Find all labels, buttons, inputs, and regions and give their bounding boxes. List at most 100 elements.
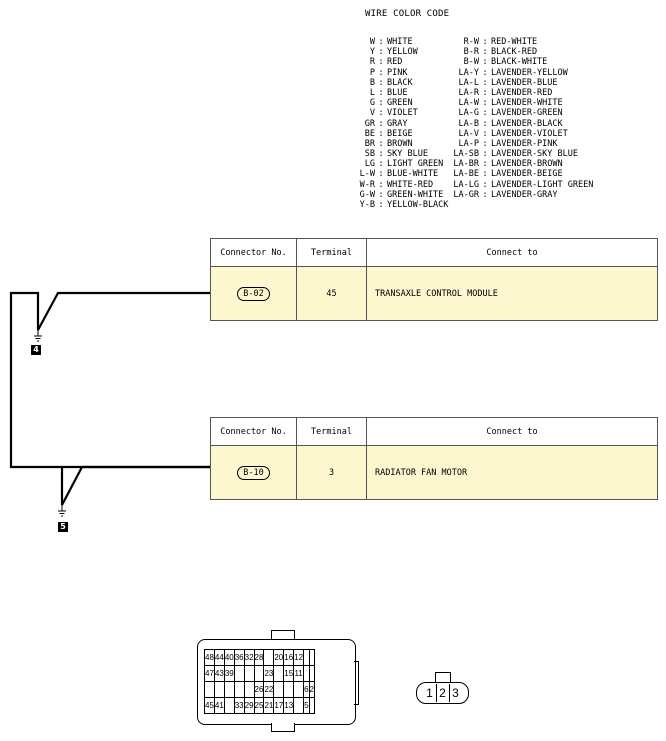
connector-pin xyxy=(233,681,245,698)
connector-pin: 13 xyxy=(283,697,295,714)
wire-color-code: LA-BR xyxy=(453,159,479,170)
wire-color-entry: G:GREEN xyxy=(355,98,448,108)
wire-color-entry: W-R:WHITE-RED xyxy=(355,180,448,190)
separator: : xyxy=(482,128,488,139)
separator: : xyxy=(378,47,384,58)
table-row: B-02 45 TRANSAXLE CONTROL MODULE xyxy=(210,266,658,321)
wire-color-entry: LA-LG:LAVENDER-LIGHT GREEN xyxy=(453,180,593,190)
wire-color-code: LA-L xyxy=(458,77,479,88)
connector-pin: 2 xyxy=(435,684,449,702)
connector-pin: 15 xyxy=(283,665,295,682)
wire-color-name: GREEN-WHITE xyxy=(387,189,444,200)
wire-color-name: GREEN xyxy=(387,98,413,109)
wire-color-name: LAVENDER-LIGHT GREEN xyxy=(491,179,594,190)
header-terminal: Terminal xyxy=(296,238,367,267)
wire-color-code: V xyxy=(369,108,375,119)
wire-color-name: PINK xyxy=(387,67,408,78)
wire-color-code: GR xyxy=(364,118,375,129)
wire-color-code: LA-G xyxy=(458,108,479,119)
terminal-number: 3 xyxy=(296,445,367,500)
connection-table-1: Connector No. Terminal Connect to B-02 4… xyxy=(210,238,658,321)
separator: : xyxy=(378,77,384,88)
connector-pin xyxy=(308,665,316,682)
wire-color-entry: Y-B:YELLOW-BLACK xyxy=(355,200,449,210)
connector-pin: 45 xyxy=(204,697,215,714)
wire-color-name: LIGHT GREEN xyxy=(387,159,444,170)
wire-color-code: LA-Y xyxy=(458,67,479,78)
wire-color-code: Y-B xyxy=(359,200,375,210)
connector-pin: 20 xyxy=(273,649,285,666)
wire-color-name: BLUE-WHITE xyxy=(387,169,439,180)
wire-color-name: LAVENDER-PINK xyxy=(491,138,558,149)
connector-pin xyxy=(263,649,275,666)
separator: : xyxy=(378,67,384,78)
connector-pin: 48 xyxy=(204,649,215,666)
wire-color-entry: R:RED xyxy=(355,57,448,67)
connector-pin: 33 xyxy=(233,697,245,714)
wire-color-code-title: WIRE COLOR CODE xyxy=(365,9,450,19)
connector-pin xyxy=(273,665,285,682)
wire-color-entry: P:PINK xyxy=(355,68,448,78)
connector-pin: 5 xyxy=(303,697,310,714)
wire-color-entry: R-W:RED-WHITE xyxy=(453,37,593,47)
connector-pin: 12 xyxy=(293,649,305,666)
connector-pin xyxy=(253,665,265,682)
separator: : xyxy=(482,77,488,88)
wire-color-name: LAVENDER-GREEN xyxy=(491,108,563,119)
wire-color-name: BEIGE xyxy=(387,128,413,139)
wire-color-entry: LA-Y:LAVENDER-YELLOW xyxy=(453,68,593,78)
wire-color-code: LA-V xyxy=(458,128,479,139)
wire-color-name: LAVENDER-GRAY xyxy=(491,189,558,200)
connector-pin: 1 xyxy=(426,686,433,700)
wire-color-entry: LA-P:LAVENDER-PINK xyxy=(453,139,593,149)
connector-pin: 23 xyxy=(263,665,275,682)
wire-color-name: YELLOW-BLACK xyxy=(387,200,449,210)
separator: : xyxy=(482,169,488,180)
wire-color-entry: LA-BR:LAVENDER-BROWN xyxy=(453,159,593,169)
connector-pin: 32 xyxy=(243,649,255,666)
separator: : xyxy=(378,169,384,180)
header-terminal: Terminal xyxy=(296,417,367,446)
wire-color-code: P xyxy=(369,67,375,78)
connector-pin: 29 xyxy=(243,697,255,714)
ground-wires xyxy=(9,291,210,506)
wire-color-name: RED xyxy=(387,57,403,68)
separator: : xyxy=(482,37,488,47)
wire-color-code: LG xyxy=(364,159,375,170)
ground-symbol-4 xyxy=(34,330,42,342)
header-connector-no: Connector No. xyxy=(210,238,297,267)
wire-color-code: LA-W xyxy=(458,98,479,109)
wire-color-code: L xyxy=(369,87,375,98)
separator: : xyxy=(378,179,384,190)
separator: : xyxy=(482,189,488,200)
wire-color-code: BE xyxy=(364,128,375,139)
wire-color-code: LA-R xyxy=(458,87,479,98)
wire-color-name: LAVENDER-WHITE xyxy=(491,98,563,109)
connector-pin xyxy=(204,681,215,698)
separator: : xyxy=(378,200,384,210)
connector-pin xyxy=(293,681,305,698)
connector-pin: 17 xyxy=(273,697,285,714)
connector-pin xyxy=(243,681,255,698)
separator: : xyxy=(482,47,488,58)
wire-color-code: B xyxy=(369,77,375,88)
wire-color-entry: L-W:BLUE-WHITE xyxy=(355,169,448,179)
wire-color-code: BR xyxy=(364,138,375,149)
connector-pin xyxy=(283,681,295,698)
connector-pin xyxy=(213,681,225,698)
connector-pin: 3 xyxy=(448,684,462,702)
separator: : xyxy=(378,149,384,160)
connector-key-top xyxy=(271,630,295,641)
wire-color-code: LA-SB xyxy=(453,149,479,160)
wire-color-code: W xyxy=(369,37,375,47)
wire-color-entry: LA-V:LAVENDER-VIOLET xyxy=(453,129,593,139)
wire-color-entry: LA-SB:LAVENDER-SKY BLUE xyxy=(453,149,593,159)
connector-pin: 44 xyxy=(213,649,225,666)
connect-to-destination: RADIATOR FAN MOTOR xyxy=(366,445,658,500)
separator: : xyxy=(378,128,384,139)
connector-pin xyxy=(233,665,245,682)
wire-color-name: BLACK xyxy=(387,77,413,88)
